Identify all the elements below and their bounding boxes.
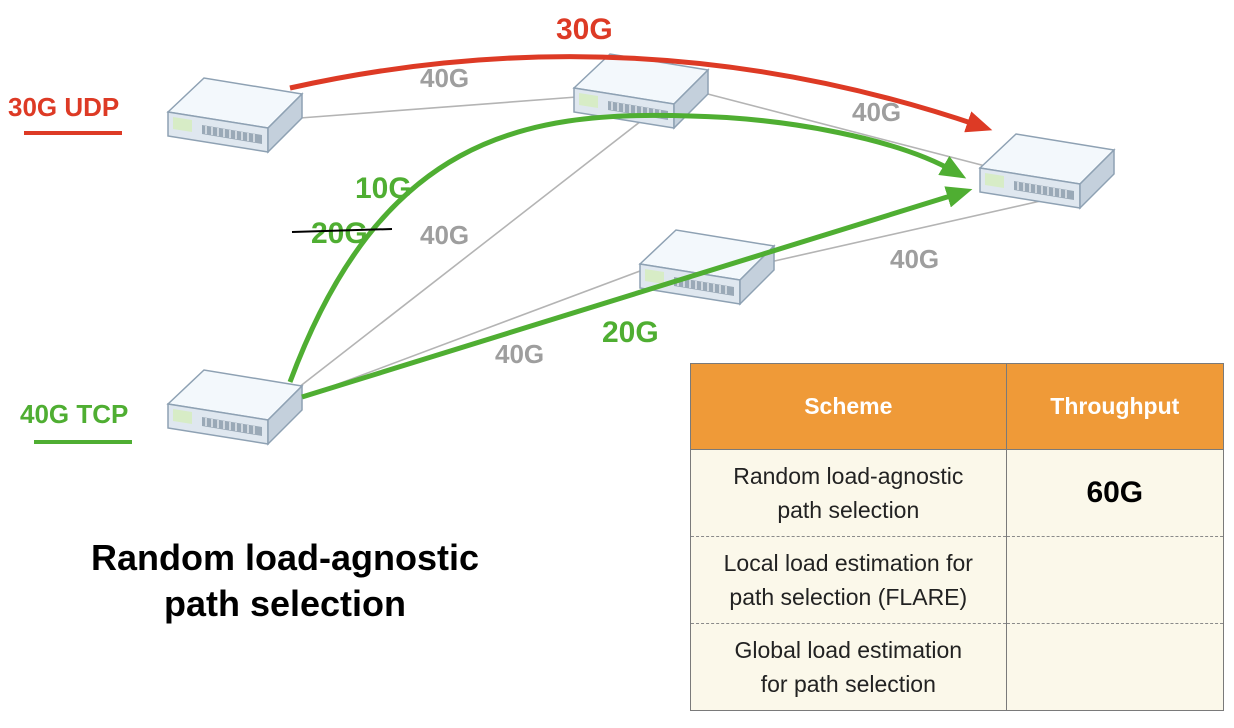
- header-scheme: Scheme: [690, 363, 1007, 450]
- scheme-line: path selection (FLARE): [729, 584, 968, 610]
- table-row: Local load estimation for path selection…: [690, 536, 1225, 624]
- udp-flow-label: 30G UDP: [8, 92, 119, 122]
- scheme-cell: Global load estimation for path selectio…: [690, 623, 1007, 711]
- link-label: 40G: [495, 339, 544, 369]
- slide-caption: Random load-agnostic path selection: [40, 535, 530, 627]
- scheme-line: for path selection: [760, 671, 936, 697]
- table-header-row: Scheme Throughput: [690, 363, 1225, 450]
- scheme-line: Local load estimation for: [723, 550, 973, 576]
- throughput-cell: [1005, 623, 1225, 711]
- throughput-cell: 60G: [1005, 449, 1225, 537]
- link-s4-s2: [284, 99, 669, 399]
- udp-rate-label: 30G: [556, 13, 613, 46]
- caption-line: Random load-agnostic: [90, 537, 480, 578]
- link-s1-s2: [299, 95, 591, 119]
- link-label: 40G: [420, 63, 469, 93]
- tcp-flow-label: 40G TCP: [20, 399, 128, 429]
- tcp-old-rate-label: 20G: [311, 217, 368, 250]
- link-label: 40G: [420, 220, 469, 250]
- scheme-cell: Random load-agnostic path selection: [690, 449, 1007, 537]
- switch-icon: [639, 229, 775, 305]
- switch-icon: [167, 369, 303, 445]
- link-label: 40G: [890, 244, 939, 274]
- tcp-lower-rate-label: 20G: [602, 316, 659, 349]
- scheme-line: Global load estimation: [734, 637, 963, 663]
- table-row: Global load estimation for path selectio…: [690, 623, 1225, 711]
- header-throughput: Throughput: [1005, 363, 1225, 450]
- tcp-flow-arrow-lower: [301, 186, 973, 400]
- results-table: Scheme Throughput Random load-agnostic p…: [690, 363, 1225, 711]
- throughput-cell: [1005, 536, 1225, 624]
- strikethrough-line: [291, 228, 393, 233]
- link-s2-s5: [699, 91, 1021, 176]
- switch-icon: [979, 133, 1115, 209]
- scheme-cell: Local load estimation for path selection…: [690, 536, 1007, 624]
- udp-flow-arrow: [289, 54, 993, 133]
- link-label: 40G: [852, 97, 901, 127]
- scheme-line: Random load-agnostic: [733, 463, 964, 489]
- table-row: Random load-agnostic path selection 60G: [690, 449, 1225, 537]
- caption-line: path selection: [163, 583, 407, 624]
- link-s3-s5: [769, 199, 1046, 263]
- tcp-upper-rate-label: 10G: [355, 172, 412, 205]
- switch-icon: [167, 77, 303, 153]
- scheme-line: path selection: [777, 497, 920, 523]
